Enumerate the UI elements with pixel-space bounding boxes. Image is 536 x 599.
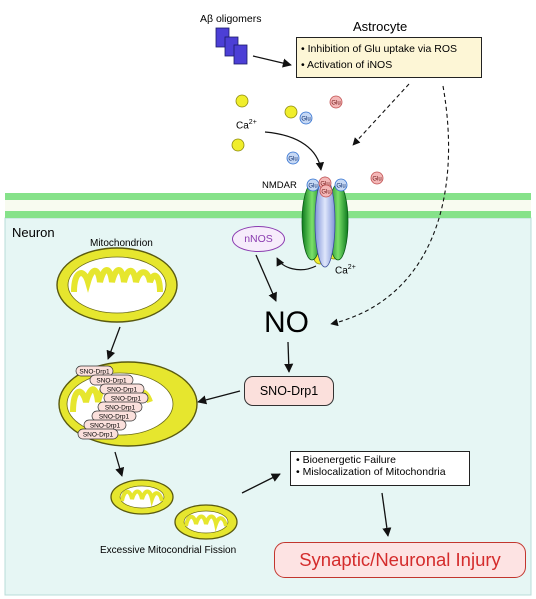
injury-box: Synaptic/Neuronal Injury: [274, 542, 526, 578]
neuron-label: Neuron: [12, 225, 55, 240]
membrane-inner-layer: [5, 211, 531, 218]
arrow-ca-to-nnos: [276, 257, 317, 271]
svg-text:SNO-Drp1: SNO-Drp1: [83, 432, 114, 439]
ca-ion: [231, 138, 245, 152]
svg-text:Glu: Glu: [288, 157, 297, 163]
fragmented-mitochondrion-icon: [174, 504, 238, 540]
arrow-to-fission: [114, 451, 125, 477]
svg-text:SNO-Drp1: SNO-Drp1: [90, 423, 121, 430]
mitochondrion-icon: [56, 247, 178, 323]
drp1-tag: SNO-Drp1: [89, 374, 134, 386]
drp1-tag: SNO-Drp1: [103, 392, 149, 404]
arrow-fission-to-outcomes: [241, 473, 281, 494]
arrow-nnos-to-no: [255, 254, 277, 302]
drp1-tag: SNO-Drp1: [97, 401, 143, 413]
svg-text:SNO-Drp1: SNO-Drp1: [105, 405, 136, 412]
nnos-enzyme: nNOS: [232, 226, 285, 252]
glu-molecule: Glu: [286, 151, 300, 165]
ca-ion: [284, 105, 298, 119]
no-label: NO: [264, 306, 309, 339]
svg-text:SNO-Drp1: SNO-Drp1: [79, 369, 110, 376]
nmdar-label: NMDAR: [262, 180, 297, 191]
arrow-outcomes-to-injury: [381, 492, 392, 537]
glu-molecule: Glu: [306, 178, 320, 192]
astrocyte-effect-item: • Inhibition of Glu uptake via ROS: [301, 43, 458, 55]
fission-label: Excessive Mitocondrial Fission: [100, 545, 237, 556]
svg-text:Glu: Glu: [308, 184, 317, 190]
arrow-no-to-drp1: [284, 341, 294, 373]
ca-ion-label-inner: Ca2+: [335, 264, 356, 277]
glu-molecule: Glu: [370, 171, 384, 185]
arrow-glu-to-nmdar: [264, 131, 325, 171]
svg-text:Glu: Glu: [320, 182, 329, 188]
glu-molecule: Glu: [319, 184, 333, 198]
arrow-astrocyte-to-no: [330, 85, 450, 327]
svg-text:Glu: Glu: [321, 190, 330, 196]
membrane-outer-layer: [5, 193, 531, 200]
ca-ion: [235, 94, 249, 108]
ab-oligomers-label: Aβ oligomers: [200, 13, 262, 25]
ca-ion-label: Ca2+: [236, 119, 257, 132]
svg-text:SNO-Drp1: SNO-Drp1: [111, 396, 142, 403]
svg-text:Glu: Glu: [301, 117, 310, 123]
astrocyte-effects-box: • Inhibition of Glu uptake via ROS • Act…: [296, 37, 482, 78]
outcomes-box: • Bioenergetic Failure • Mislocalization…: [290, 451, 470, 486]
fragmented-mitochondrion-icon: [110, 479, 174, 515]
outcome-item: • Bioenergetic Failure: [296, 454, 396, 466]
sno-drp1-box: SNO-Drp1: [244, 376, 334, 406]
arrow-astrocyte-to-glu: [352, 83, 410, 146]
svg-text:SNO-Drp1: SNO-Drp1: [99, 414, 130, 421]
svg-text:SNO-Drp1: SNO-Drp1: [107, 387, 138, 394]
glu-molecule: Glu: [334, 178, 348, 192]
glu-molecule: Glu: [329, 95, 343, 109]
svg-text:SNO-Drp1: SNO-Drp1: [96, 378, 127, 385]
mitochondrion-label: Mitochondrion: [90, 238, 153, 249]
drp1-tag: SNO-Drp1: [83, 419, 127, 431]
drp1-tag: SNO-Drp1: [99, 383, 145, 395]
svg-text:Glu: Glu: [336, 184, 345, 190]
arrow-ab-to-astrocyte: [252, 55, 292, 68]
astrocyte-effect-item: • Activation of iNOS: [301, 59, 393, 71]
svg-text:Glu: Glu: [372, 177, 381, 183]
ab-oligomer-icon: [215, 27, 248, 65]
astrocyte-label: Astrocyte: [353, 19, 408, 34]
arrow-drp1-to-mito: [197, 390, 241, 405]
drp1-tag: SNO-Drp1: [75, 365, 114, 377]
glu-molecule: Glu: [299, 111, 313, 125]
arrow-mito-to-drp1-mito: [106, 326, 121, 360]
drp1-tag: SNO-Drp1: [77, 428, 119, 440]
outcome-item: • Mislocalization of Mitochondria: [296, 466, 446, 478]
membrane-core: [5, 200, 531, 211]
svg-text:Glu: Glu: [331, 101, 340, 107]
drp1-tag: SNO-Drp1: [91, 410, 137, 422]
